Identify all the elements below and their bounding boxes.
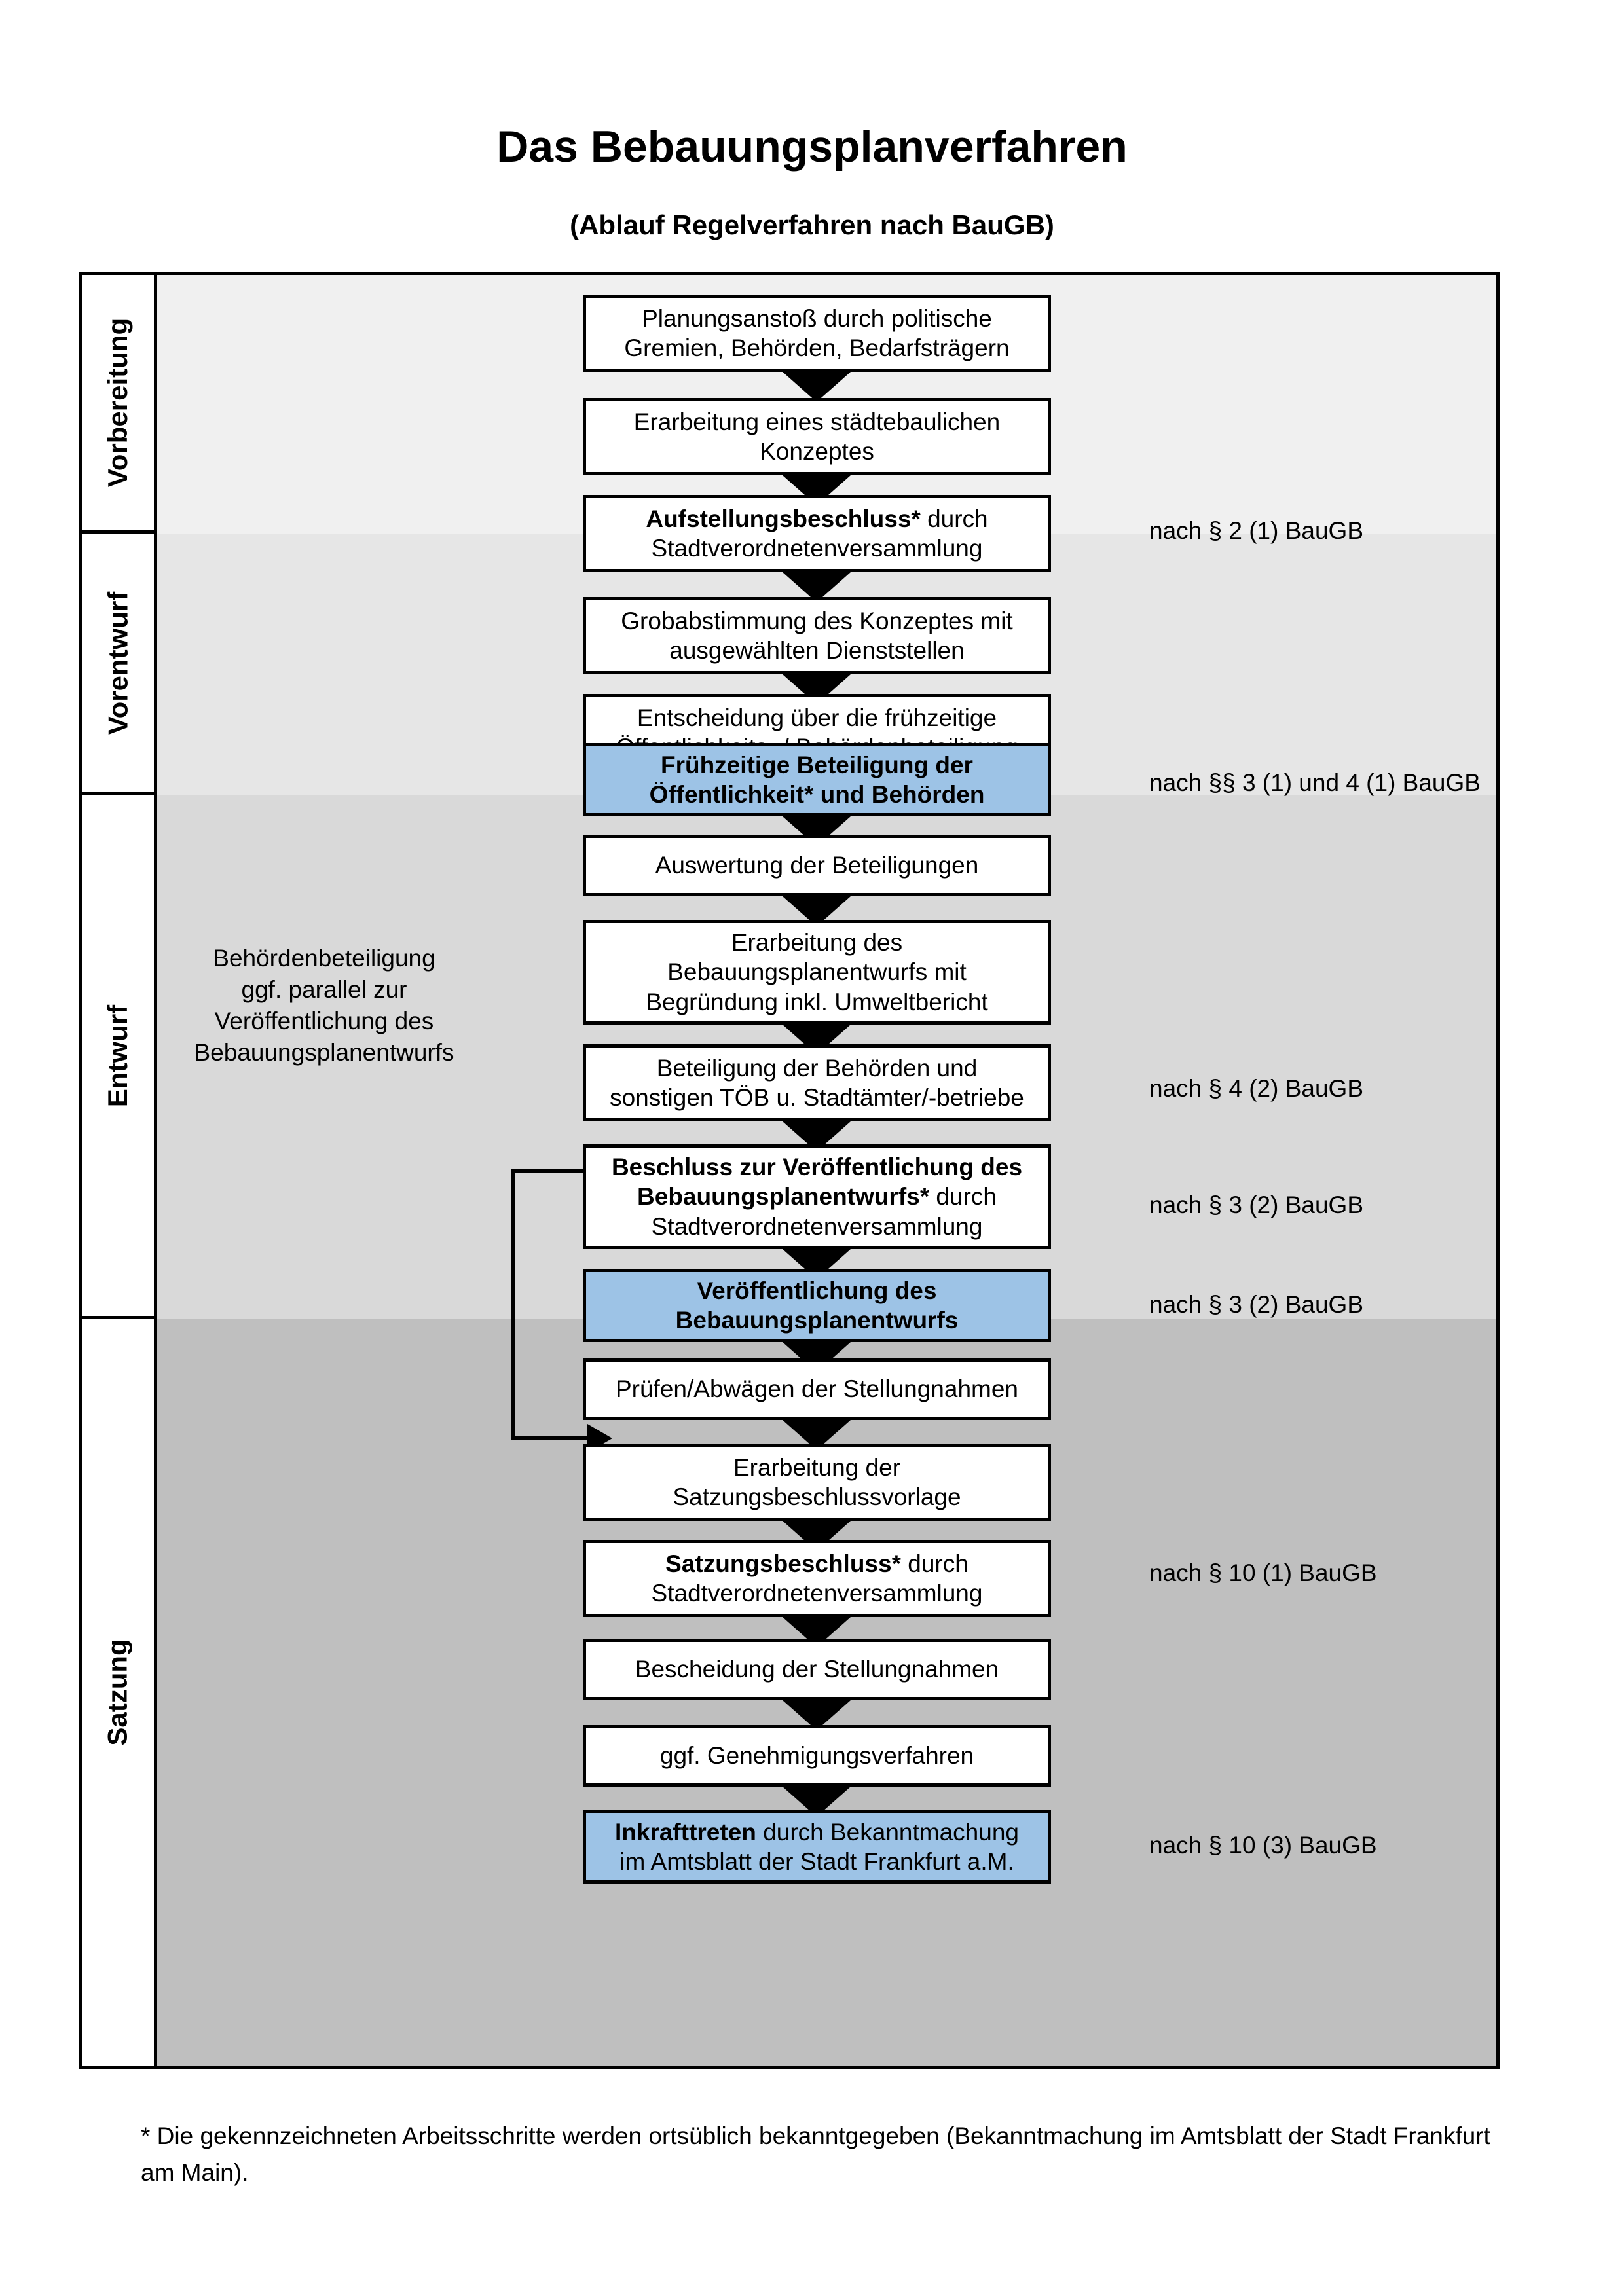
step-text-bold-2: Bebauungsplanentwurfs <box>675 1307 959 1334</box>
step-text-line-2: durch <box>929 1183 997 1211</box>
step-text-line-1: durch Bekanntmachung <box>756 1818 1019 1846</box>
phase-label-text: Vorentwurf <box>102 591 133 735</box>
step-box-8[interactable]: Erarbeitung des Bebauungsplanentwurfs mi… <box>583 920 1051 1025</box>
step-text-line-1: Erarbeitung der <box>733 1453 901 1481</box>
step-box-13[interactable]: Erarbeitung der Satzungsbeschlussvorlage <box>583 1444 1051 1521</box>
step-text-line-3: Begründung inkl. Umweltbericht <box>646 988 988 1015</box>
step-text-line-2: im Amtsblatt der Stadt Frankfurt a.M. <box>619 1848 1014 1875</box>
loop-connector-vertical <box>511 1169 515 1440</box>
step-text-line-1: ggf. Genehmigungsverfahren <box>659 1742 974 1770</box>
step-box-15[interactable]: Bescheidung der Stellungnahmen <box>583 1639 1051 1700</box>
step-text-bold-1: Veröffentlichung des <box>697 1277 937 1304</box>
step-box-3[interactable]: Aufstellungsbeschluss* durch Stadtverord… <box>583 495 1051 572</box>
step-text-bold-2: Bebauungsplanentwurfs* <box>637 1183 930 1211</box>
phase-label-entwurf: Entwurf <box>82 795 157 1319</box>
step-text-line-1: durch <box>920 505 988 532</box>
legal-ref-6: nach § 10 (1) BauGB <box>1149 1559 1377 1586</box>
side-note-line-3: Veröffentlichung des <box>214 1008 434 1035</box>
step-text-line-2: Satzungsbeschlussvorlage <box>673 1484 961 1510</box>
legal-ref-7: nach § 10 (3) BauGB <box>1149 1832 1377 1859</box>
step-box-17-highlight[interactable]: Inkrafttreten durch Bekanntmachung im Am… <box>583 1810 1051 1884</box>
page-subtitle: (Ablauf Regelverfahren nach BauGB) <box>570 210 1054 240</box>
step-text-bold-1: Inkrafttreten <box>615 1818 756 1846</box>
step-box-16[interactable]: ggf. Genehmigungsverfahren <box>583 1725 1051 1787</box>
side-note-line-2: ggf. parallel zur <box>241 976 407 1004</box>
step-box-9[interactable]: Beteiligung der Behörden und sonstigen T… <box>583 1044 1051 1121</box>
phase-label-text: Vorbereitung <box>102 318 134 488</box>
side-note-line-1: Behördenbeteiligung <box>213 945 435 972</box>
step-text-line-3: Stadtverordnetenversammlung <box>651 1212 983 1240</box>
step-box-12[interactable]: Prüfen/Abwägen der Stellungnahmen <box>583 1358 1051 1420</box>
phase-label-text: Entwurf <box>102 1004 133 1107</box>
step-box-7[interactable]: Auswertung der Beteiligungen <box>583 835 1051 896</box>
step-text-line-2: sonstigen TÖB u. Stadtämter/-betriebe <box>610 1084 1024 1111</box>
loop-connector-top <box>511 1169 589 1173</box>
step-text-bold-1: Beschluss zur Veröffentlichung des <box>611 1154 1023 1181</box>
step-text-line-2: Stadtverordnetenversammlung <box>651 535 983 562</box>
phase-label-text: Satzung <box>102 1639 134 1746</box>
legal-ref-3: nach § 4 (2) BauGB <box>1149 1075 1364 1102</box>
legal-ref-2: nach §§ 3 (1) und 4 (1) BauGB <box>1149 769 1481 796</box>
step-text-line-2: ausgewählten Dienststellen <box>669 637 965 664</box>
phase-label-vorbereitung: Vorbereitung <box>82 275 157 534</box>
step-box-4[interactable]: Grobabstimmung des Konzeptes mit ausgewä… <box>583 597 1051 674</box>
step-text-line-1: Auswertung der Beteiligungen <box>655 852 979 879</box>
step-text-line-2: Bebauungsplanentwurfs mit <box>667 958 967 986</box>
step-text-bold-2: Öffentlichkeit* und Behörden <box>649 781 985 808</box>
step-text-bold-1: Frühzeitige Beteiligung der <box>661 751 973 778</box>
process-diagram-frame: Vorbereitung Vorentwurf Entwurf Satzung … <box>79 272 1500 2069</box>
step-text-line-1: Erarbeitung eines städtebaulichen <box>633 408 1001 435</box>
legal-ref-1: nach § 2 (1) BauGB <box>1149 517 1364 544</box>
side-note-behoerdenbeteiligung: Behördenbeteiligung ggf. parallel zur Ve… <box>187 943 462 1068</box>
step-text-line-1: Beteiligung der Behörden und <box>656 1054 978 1082</box>
step-box-14[interactable]: Satzungsbeschluss* durch Stadtverordnete… <box>583 1540 1051 1617</box>
step-box-10[interactable]: Beschluss zur Veröffentlichung des Bebau… <box>583 1144 1051 1249</box>
step-text-line-1: Grobabstimmung des Konzeptes mit <box>621 607 1013 634</box>
step-text-line-2: Konzeptes <box>760 438 874 465</box>
step-text-bold-1: Satzungsbeschluss* <box>665 1550 901 1577</box>
step-text-line-1: Planungsanstoß durch politische <box>642 304 992 332</box>
step-text-line-1: Bescheidung der Stellungnahmen <box>635 1656 999 1683</box>
step-text-line-2: Stadtverordnetenversammlung <box>651 1580 983 1607</box>
loop-connector-bottom <box>511 1436 589 1440</box>
phase-label-satzung: Satzung <box>82 1319 157 2066</box>
step-text-line-1: durch <box>901 1550 969 1577</box>
step-text-line-2: Gremien, Behörden, Bedarfsträgern <box>624 335 1010 361</box>
step-box-6-highlight[interactable]: Frühzeitige Beteiligung der Öffentlichke… <box>583 743 1051 816</box>
step-text-line-1: Erarbeitung des <box>731 929 903 957</box>
page-title: Das Bebauungsplanverfahren <box>496 122 1128 172</box>
step-text-line-1: Prüfen/Abwägen der Stellungnahmen <box>615 1376 1019 1403</box>
step-box-11-highlight[interactable]: Veröffentlichung des Bebauungsplanentwur… <box>583 1269 1051 1342</box>
flow-arrow-1 <box>783 372 851 402</box>
step-text-bold-1: Aufstellungsbeschluss* <box>646 505 921 532</box>
step-text-line-1: Entscheidung über die frühzeitige <box>637 704 997 731</box>
legal-ref-5: nach § 3 (2) BauGB <box>1149 1291 1364 1318</box>
side-note-line-4: Bebauungsplanentwurfs <box>194 1039 454 1066</box>
phase-label-vorentwurf: Vorentwurf <box>82 534 157 795</box>
footnote: * Die gekennzeichneten Arbeitsschritte w… <box>141 2123 1490 2186</box>
step-box-2[interactable]: Erarbeitung eines städtebaulichen Konzep… <box>583 398 1051 475</box>
step-box-1[interactable]: Planungsanstoß durch politische Gremien,… <box>583 295 1051 372</box>
legal-ref-4: nach § 3 (2) BauGB <box>1149 1192 1364 1218</box>
